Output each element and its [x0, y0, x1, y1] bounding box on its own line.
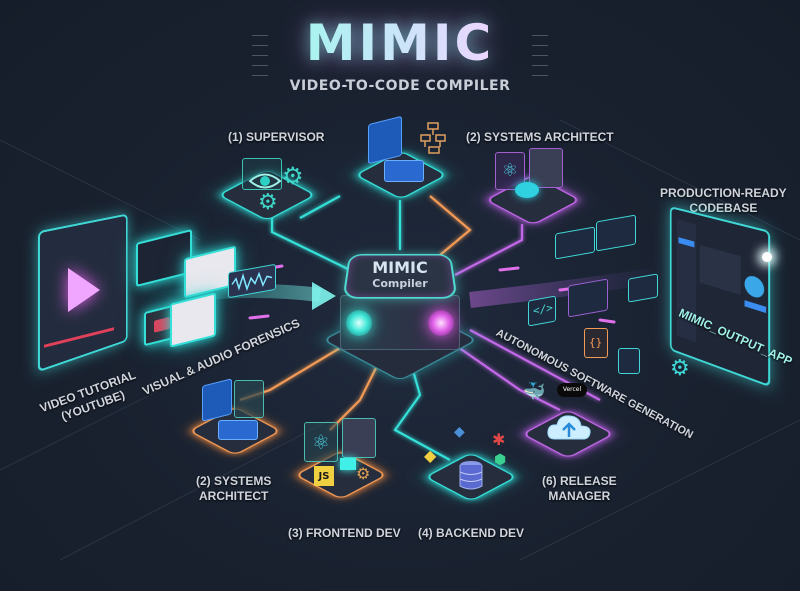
backend-dev-label: (4) BACKEND DEV: [418, 526, 525, 540]
layout-panel-icon: [342, 418, 376, 458]
blueprint-node-top: [350, 115, 460, 210]
flowchart-icon: [420, 122, 446, 154]
eye-icon: [248, 173, 282, 189]
output-heading-line1: PRODUCTION-READY: [660, 186, 787, 200]
json-file-icon: {}: [584, 328, 608, 358]
database-icon: [459, 461, 483, 490]
app-card: [699, 244, 741, 295]
gear-icon: ⚙: [258, 190, 278, 215]
gear-icon: ⚙: [356, 464, 371, 483]
json-braces-glyph: {}: [589, 336, 603, 349]
output-heading-line2: CODEBASE: [689, 201, 758, 215]
shield-icon: ⬢: [494, 452, 507, 468]
python-icon: ◆: [454, 424, 465, 440]
vercel-icon: Vercel: [557, 383, 587, 397]
react-atom-icon: ⚛: [312, 430, 330, 454]
systems-architect-node-bottom: [186, 378, 296, 462]
release-manager-label: (6) RELEASE MANAGER: [542, 474, 617, 504]
decorative-ticks-left: [252, 26, 268, 85]
decorative-ticks-right: [532, 26, 548, 85]
backend-dev-node: ◆ ◆ ✱ ⬢: [420, 420, 530, 510]
youtube-icon: [154, 316, 170, 333]
core-title: MIMIC: [372, 258, 428, 277]
systems-architect-bottom-label: (2) SYSTEMS ARCHITECT: [196, 474, 271, 504]
docker-icon: 🐳: [523, 381, 546, 402]
flowchart-icon: [234, 380, 264, 418]
code-brackets-glyph: </>: [533, 301, 553, 318]
audio-waveform-icon: [228, 263, 276, 299]
main-title: MIMIC: [0, 14, 800, 72]
bug-icon: ✱: [492, 430, 506, 449]
app-button: [744, 300, 767, 314]
blueprint-screen: [384, 160, 424, 182]
systems-architect-bottom-label-line1: (2) SYSTEMS: [196, 474, 272, 488]
systems-architect-node-top: ⚛: [484, 148, 595, 232]
frontend-dev-label: (3) FRONTEND DEV: [288, 526, 401, 540]
js-icon: JS: [314, 466, 334, 486]
avatar: [744, 273, 765, 301]
button-knob-icon: [515, 182, 539, 198]
video-tutorial-screen: [32, 213, 142, 373]
play-icon: [68, 268, 100, 312]
release-manager-label-line1: (6) RELEASE: [542, 474, 617, 488]
systems-architect-top-label: (2) SYSTEMS ARCHITECT: [466, 130, 614, 144]
core-subtitle: Compiler: [372, 277, 428, 290]
gear-icon: ⚙: [282, 162, 304, 190]
doc-file-icon: [618, 348, 640, 374]
mimic-compiler-core: MIMIC Compiler: [310, 240, 490, 382]
output-heading: PRODUCTION-READY CODEBASE: [660, 186, 787, 216]
react-atom-icon: ⚛: [501, 160, 519, 181]
cyan-lens-icon: [346, 310, 372, 336]
release-manager-node: 🐳 Vercel: [515, 381, 635, 465]
python-icon: ◆: [424, 446, 437, 465]
release-manager-label-line2: MANAGER: [548, 489, 611, 503]
code-brackets-icon: </>: [528, 295, 556, 327]
supervisor-node: ⚙ ⚙: [217, 150, 330, 230]
gear-icon: ⚙: [670, 356, 690, 381]
blueprint-icon: [202, 378, 232, 422]
sparkle-icon: [762, 252, 772, 262]
subtitle: VIDEO-TO-CODE COMPILER: [289, 78, 511, 94]
glow-cube-icon: [340, 458, 356, 470]
blueprint-screen: [218, 420, 258, 440]
systems-architect-bottom-label-line2: ARCHITECT: [199, 489, 269, 503]
supervisor-label: (1) SUPERVISOR: [228, 130, 325, 144]
layout-panel-icon: [529, 148, 563, 188]
magenta-lens-icon: [428, 310, 454, 336]
arrow-icon: [312, 282, 336, 310]
react-panel: [304, 422, 338, 462]
blueprint-icon: [368, 115, 402, 165]
frontend-dev-node: ⚛ JS ⚙: [290, 418, 400, 510]
cloud-upload-icon: [547, 415, 591, 440]
